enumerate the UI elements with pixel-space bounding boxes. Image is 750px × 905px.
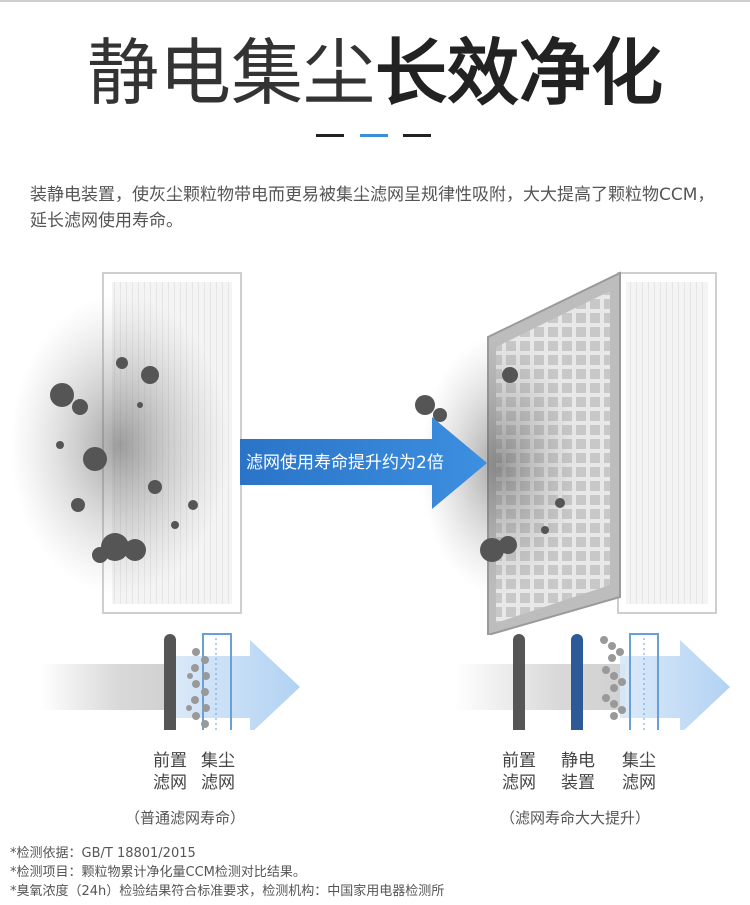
headline-light: 静电集尘 (86, 31, 375, 115)
standard-flow-diagram (40, 633, 300, 730)
title-dash-left (316, 134, 344, 137)
caption-left: （普通滤网寿命） (125, 809, 246, 827)
label-collection-left: 集尘 滤网 (201, 751, 235, 793)
lifespan-arrow-icon (240, 417, 487, 509)
label-electrostatic-right: 静电 装置 (561, 751, 595, 793)
headline-bold: 长效净化 (375, 31, 664, 115)
headline: 静电集尘长效净化 (0, 28, 750, 118)
footnote-ozone: *臭氧浓度（24h）检验结果符合标准要求，检测机构：中国家用电器检测所 (10, 884, 445, 899)
collection-filter-icon (617, 272, 717, 614)
dust-particles-left-icon (50, 357, 198, 563)
caption-right: （滤网寿命大大提升） (500, 809, 651, 827)
footnote-standard: *检测依据：GB/T 18801/2015 (10, 846, 196, 861)
label-collection-right: 集尘 滤网 (622, 751, 656, 793)
arrow-label: 滤网使用寿命提升约为2倍 (246, 453, 444, 473)
intro-text: 装静电装置，使灰尘颗粒物带电而更易被集尘滤网呈规律性吸附，大大提高了颗粒物CCM… (30, 185, 715, 231)
title-dash-center (360, 134, 388, 137)
filter-illustration (10, 271, 717, 635)
electrostatic-flow-diagram (455, 633, 730, 730)
label-prefilter-right: 前置 滤网 (502, 751, 536, 793)
top-divider (0, 0, 750, 2)
title-dash-right (403, 134, 431, 137)
label-prefilter-left: 前置 滤网 (153, 751, 187, 793)
dust-particles-right-icon (415, 367, 565, 562)
footnote-item: *检测项目：颗粒物累计净化量CCM检测对比结果。 (10, 865, 306, 880)
flow-diagrams (40, 633, 730, 730)
